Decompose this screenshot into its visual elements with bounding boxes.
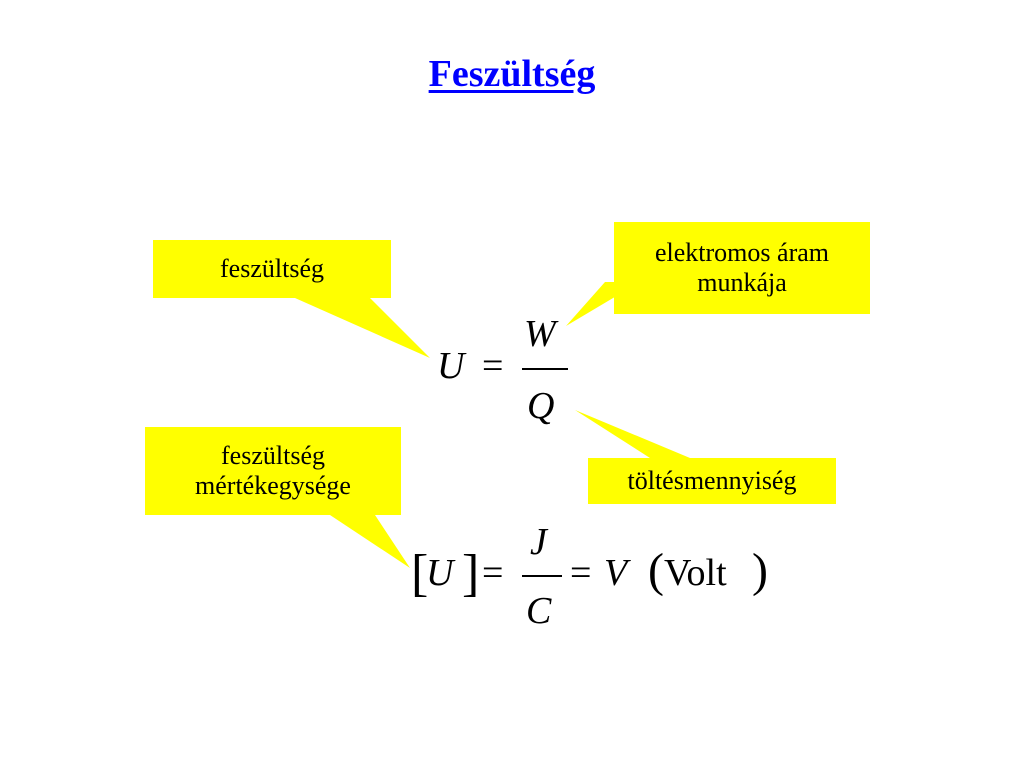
formula2-left-bracket: [: [411, 545, 429, 602]
formula2-left-paren: (: [648, 544, 664, 597]
callout-work-line2: munkája: [697, 268, 787, 297]
formula2-right-paren: ): [752, 544, 768, 597]
callout-unit-line2: mértékegysége: [195, 471, 351, 500]
formula1-denominator: Q: [527, 385, 555, 427]
callout-charge-text: töltésmennyiség: [627, 466, 797, 495]
pointer-voltage: [295, 298, 430, 358]
formula2-unit-symbol: V: [604, 552, 628, 594]
callout-unit-line1: feszültség: [221, 441, 325, 470]
formula2-equals-2: =: [570, 552, 592, 594]
formula2-right-bracket: ]: [462, 545, 480, 602]
callout-voltage: feszültség: [153, 240, 391, 298]
formula2-equals-1: =: [482, 552, 504, 594]
formula1-lhs: U: [437, 345, 465, 387]
pointer-charge: [575, 410, 690, 458]
pointer-unit: [330, 515, 410, 568]
callout-work-line1: elektromos áram: [655, 238, 829, 267]
callout-unit: feszültség mértékegysége: [145, 427, 401, 515]
formula2-variable: U: [426, 552, 454, 594]
slide-title: Feszültség: [428, 53, 596, 95]
formula2-denominator: C: [526, 590, 552, 632]
formula1-equals: =: [482, 345, 504, 387]
formula2-fraction-bar: [522, 575, 562, 577]
formula1-fraction-bar: [522, 368, 568, 370]
callout-work: elektromos áram munkája: [614, 222, 870, 314]
callout-charge: töltésmennyiség: [588, 458, 836, 504]
formula1-numerator: W: [524, 313, 556, 355]
formula2-numerator: J: [530, 521, 547, 563]
formula2-unit-name: Volt: [664, 552, 727, 594]
callout-voltage-text: feszültség: [220, 254, 324, 283]
